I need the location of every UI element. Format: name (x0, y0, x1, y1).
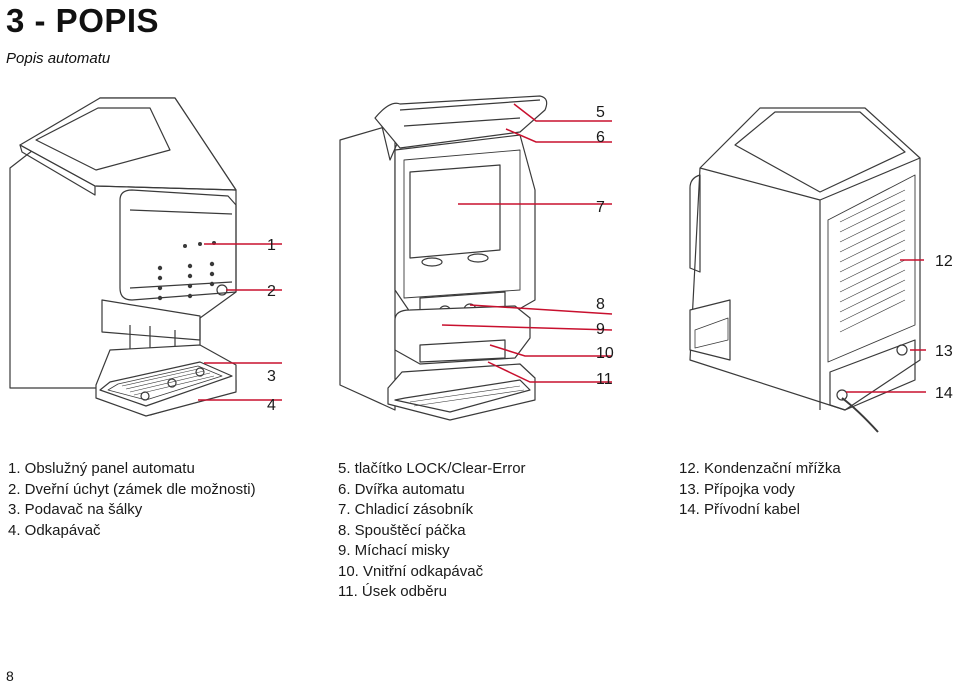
legend-item: 4. Odkapávač (8, 521, 101, 539)
legend-item: 7. Chladicí zásobník (338, 501, 474, 518)
callout-12: 12 (935, 253, 953, 270)
callout-2: 2 (267, 283, 276, 300)
callout-6: 6 (596, 129, 605, 146)
open-view-machine (339, 95, 548, 421)
callout-13: 13 (935, 343, 953, 360)
callout-numbers: 1 2 3 4 5 6 7 8 9 10 11 12 13 14 (267, 104, 953, 414)
legend-item: 10. Vnitřní odkapávač (338, 562, 484, 580)
legend-column-right: 12. Kondenzační mřížka 13. Přípojka vody… (679, 459, 841, 521)
legend-column-left: 1. Obslužný panel automatu 2. Dveřní úch… (8, 459, 256, 541)
legend-item: 2. Dveřní úchyt (zámek dle možnosti) (8, 480, 256, 498)
callout-3: 3 (267, 368, 276, 385)
legend-item: 11. Úsek odběru (338, 583, 447, 600)
page-title: 3 - POPIS (6, 2, 160, 39)
legend-item: 6. Dvířka automatu (338, 480, 465, 498)
legend-item: 14. Přívodní kabel (679, 501, 800, 518)
callout-11: 11 (596, 371, 613, 388)
legend-item: 8. Spouštěcí páčka (338, 521, 466, 539)
legend-item: 9. Míchací misky (338, 542, 450, 559)
callout-8: 8 (596, 296, 605, 313)
callout-14: 14 (935, 385, 953, 402)
callout-5: 5 (596, 104, 605, 121)
callout-7: 7 (596, 199, 605, 216)
legend-item: 13. Přípojka vody (679, 480, 795, 498)
rear-view-machine (689, 107, 921, 433)
callout-lines (198, 103, 926, 401)
callout-9: 9 (596, 321, 605, 338)
callout-10: 10 (596, 345, 614, 362)
page-number: 8 (6, 668, 14, 684)
legend-item: 5. tlačítko LOCK/Clear-Error (338, 460, 526, 477)
legend-item: 1. Obslužný panel automatu (8, 460, 195, 477)
callout-4: 4 (267, 397, 276, 414)
front-view-machine (9, 97, 237, 417)
front-panel-buttons (157, 241, 216, 301)
legend-item: 12. Kondenzační mřížka (679, 460, 841, 477)
legend-column-middle: 5. tlačítko LOCK/Clear-Error 6. Dvířka a… (338, 459, 526, 603)
page-subtitle: Popis automatu (6, 50, 111, 67)
callout-1: 1 (267, 237, 276, 254)
legend-item: 3. Podavač na šálky (8, 501, 143, 518)
